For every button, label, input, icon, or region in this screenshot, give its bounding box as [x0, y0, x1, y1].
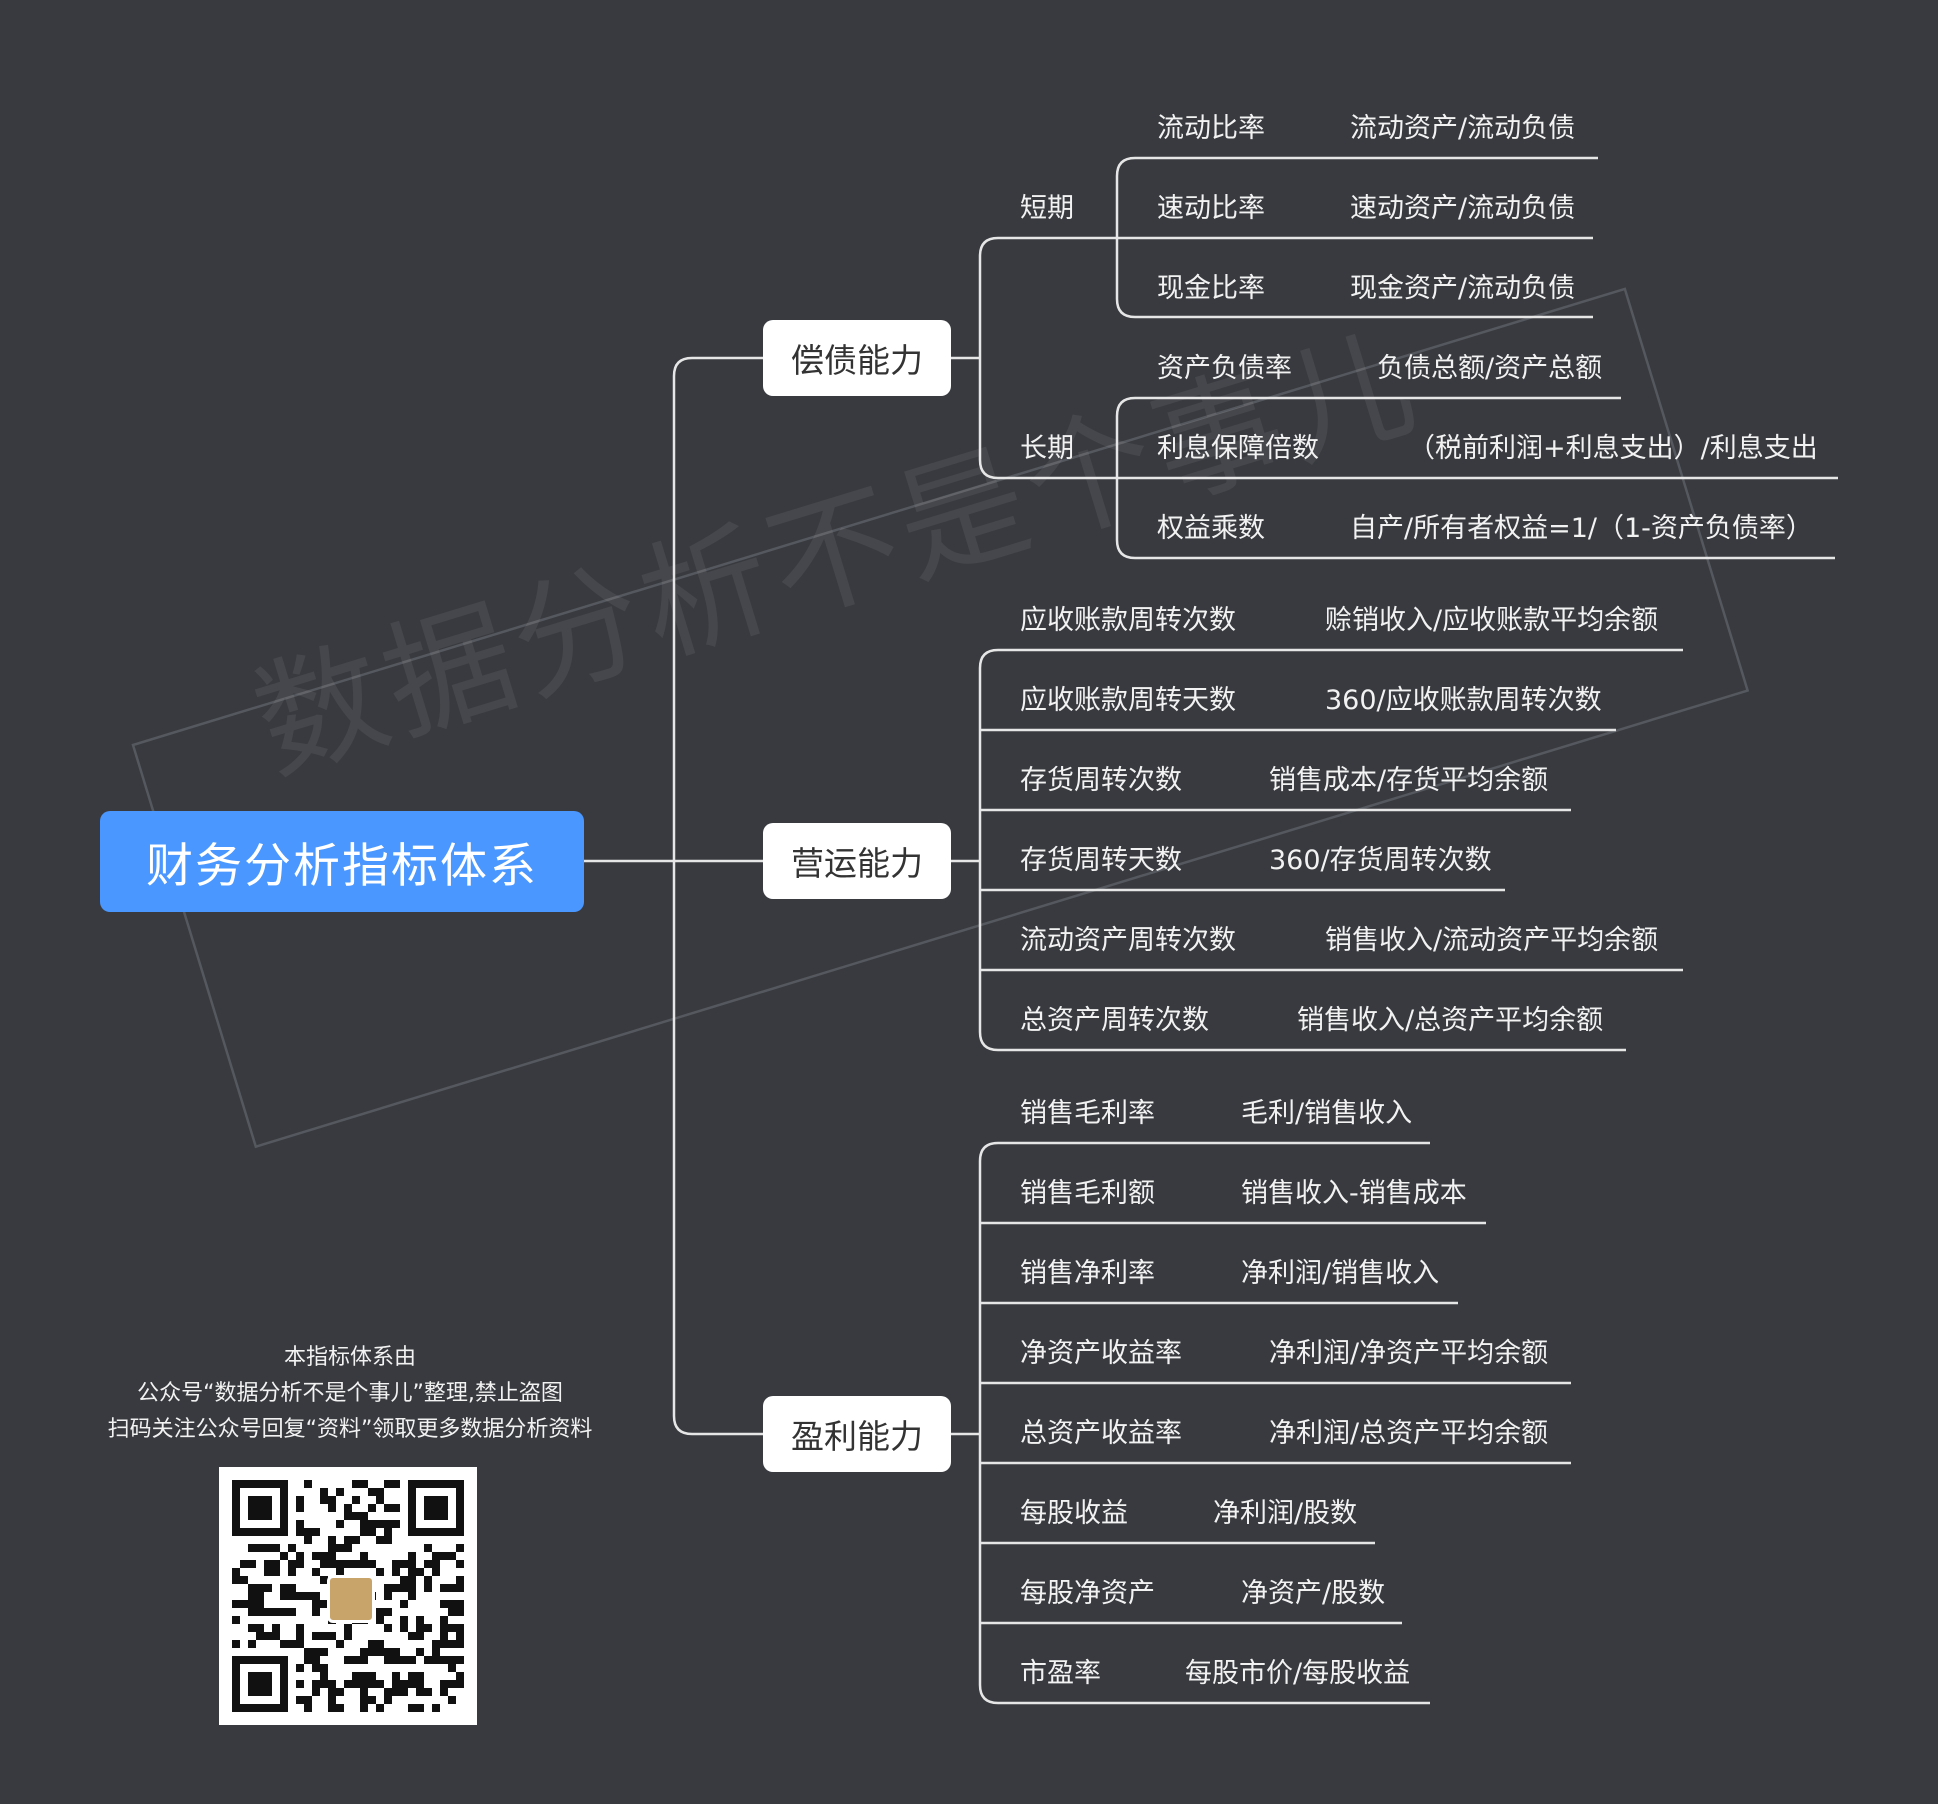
formula-quick-ratio: 速动资产/流动负债: [1350, 193, 1576, 224]
metric-inventory-days[interactable]: 存货周转天数: [1020, 845, 1182, 876]
metric-pe-ratio[interactable]: 市盈率: [1020, 1658, 1101, 1689]
metric-debt-ratio[interactable]: 资产负债率: [1157, 353, 1292, 384]
metric-inventory-turnover[interactable]: 存货周转次数: [1020, 765, 1182, 796]
metric-roa[interactable]: 总资产收益率: [1020, 1418, 1182, 1449]
metric-eps[interactable]: 每股收益: [1020, 1498, 1128, 1529]
metric-current-ratio[interactable]: 流动比率: [1157, 113, 1265, 144]
metric-cash-ratio[interactable]: 现金比率: [1157, 273, 1265, 304]
connector-operation-bracket: [978, 648, 1683, 1052]
connector-profit-bracket: [978, 1141, 1430, 1705]
metric-bvps[interactable]: 每股净资产: [1020, 1578, 1155, 1609]
formula-gross-profit: 销售收入-销售成本: [1241, 1178, 1467, 1209]
qr-avatar-icon: [327, 1575, 375, 1623]
formula-equity-multiplier: 自产/所有者权益=1/（1-资产负债率）: [1350, 513, 1813, 544]
formula-interest-coverage: （税前利润+利息支出）/利息支出: [1408, 433, 1818, 464]
formula-bvps: 净资产/股数: [1241, 1578, 1386, 1609]
metric-ar-days[interactable]: 应收账款周转天数: [1020, 685, 1236, 716]
branch-profitability[interactable]: 盈利能力: [763, 1396, 951, 1472]
footer-note: 本指标体系由 公众号“数据分析不是个事儿”整理,禁止盗图 扫码关注公众号回复“资…: [60, 1340, 640, 1448]
branch-operation[interactable]: 营运能力: [763, 823, 951, 899]
metric-total-asset-turnover[interactable]: 总资产周转次数: [1020, 1005, 1209, 1036]
sub-long-term[interactable]: 长期: [1020, 433, 1074, 464]
sub-short-term[interactable]: 短期: [1020, 193, 1074, 224]
formula-debt-ratio: 负债总额/资产总额: [1377, 353, 1603, 384]
formula-ar-days: 360/应收账款周转次数: [1325, 685, 1602, 716]
formula-roe: 净利润/净资产平均余额: [1269, 1338, 1549, 1369]
metric-roe[interactable]: 净资产收益率: [1020, 1338, 1182, 1369]
connector-spine: [672, 356, 763, 1436]
metric-quick-ratio[interactable]: 速动比率: [1157, 193, 1265, 224]
root-node[interactable]: 财务分析指标体系: [100, 811, 584, 912]
metric-current-asset-turnover[interactable]: 流动资产周转次数: [1020, 925, 1236, 956]
metric-equity-multiplier[interactable]: 权益乘数: [1157, 513, 1265, 544]
formula-current-asset-turnover: 销售收入/流动资产平均余额: [1325, 925, 1659, 956]
formula-total-asset-turnover: 销售收入/总资产平均余额: [1297, 1005, 1604, 1036]
footer-line-3: 扫码关注公众号回复“资料”领取更多数据分析资料: [107, 1417, 593, 1442]
metric-net-margin[interactable]: 销售净利率: [1020, 1258, 1155, 1289]
formula-inventory-turnover: 销售成本/存货平均余额: [1269, 765, 1549, 796]
formula-inventory-days: 360/存货周转次数: [1269, 845, 1492, 876]
formula-eps: 净利润/股数: [1213, 1498, 1358, 1529]
metric-ar-turnover[interactable]: 应收账款周转次数: [1020, 605, 1236, 636]
qr-code-icon[interactable]: [219, 1467, 477, 1725]
formula-cash-ratio: 现金资产/流动负债: [1350, 273, 1576, 304]
formula-net-margin: 净利润/销售收入: [1241, 1258, 1440, 1289]
footer-line-2: 公众号“数据分析不是个事儿”整理,禁止盗图: [137, 1381, 563, 1406]
formula-pe-ratio: 每股市价/每股收益: [1185, 1658, 1411, 1689]
formula-roa: 净利润/总资产平均余额: [1269, 1418, 1549, 1449]
metric-interest-coverage[interactable]: 利息保障倍数: [1157, 433, 1319, 464]
formula-ar-turnover: 赊销收入/应收账款平均余额: [1325, 605, 1659, 636]
metric-gross-profit[interactable]: 销售毛利额: [1020, 1178, 1155, 1209]
metric-gross-margin[interactable]: 销售毛利率: [1020, 1098, 1155, 1129]
branch-solvency[interactable]: 偿债能力: [763, 320, 951, 396]
formula-current-ratio: 流动资产/流动负债: [1350, 113, 1576, 144]
formula-gross-margin: 毛利/销售收入: [1241, 1098, 1413, 1129]
connector-solvency-bracket: [978, 236, 1112, 480]
footer-line-1: 本指标体系由: [283, 1345, 416, 1370]
